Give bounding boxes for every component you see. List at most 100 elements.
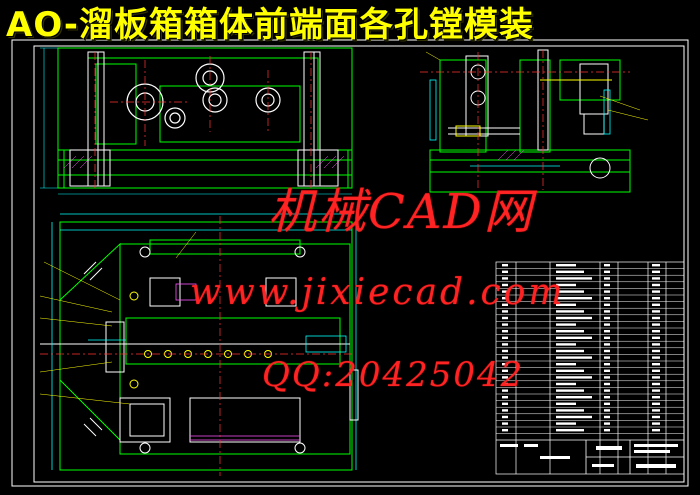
parts-list-cell-mark — [502, 415, 508, 419]
parts-list-cell-mark — [556, 343, 576, 346]
parts-list-cell-mark — [652, 429, 660, 432]
parts-list-cell-mark — [556, 297, 592, 300]
parts-list-cell-mark — [556, 369, 584, 372]
parts-list-cell-mark — [556, 382, 576, 386]
parts-list-cell-mark — [502, 343, 508, 346]
parts-list-cell-mark — [502, 402, 508, 405]
parts-list-cell-mark — [604, 409, 610, 412]
parts-list-rows — [496, 268, 684, 434]
parts-list-cell-mark — [502, 297, 508, 300]
parts-list-cell-mark — [556, 264, 576, 267]
parts-list-cell-mark — [604, 290, 610, 293]
parts-list-cell-mark — [556, 363, 576, 366]
parts-list-cell-mark — [556, 349, 584, 353]
parts-list-cell-mark — [502, 376, 508, 379]
parts-list — [495, 261, 685, 475]
parts-list-cell-mark — [556, 290, 584, 293]
parts-list-cell-mark — [652, 323, 660, 326]
parts-list-cell-mark — [502, 429, 508, 432]
parts-list-cell-mark — [652, 264, 660, 267]
parts-list-cell-mark — [604, 336, 610, 339]
parts-list-cell-mark — [604, 363, 610, 366]
parts-list-cell-mark — [652, 270, 660, 273]
parts-list-cell-mark — [652, 396, 660, 399]
parts-list-cell-mark — [502, 310, 508, 313]
parts-list-cell-mark — [556, 409, 584, 412]
parts-list-cell-mark — [556, 283, 576, 287]
parts-list-cell-mark — [604, 330, 610, 333]
parts-list-cell-mark — [604, 415, 610, 419]
parts-list-cell-mark — [556, 303, 576, 306]
parts-list-cell-mark — [556, 323, 576, 326]
parts-list-cell-mark — [652, 303, 660, 306]
title-block — [496, 439, 684, 474]
parts-list-cell-mark — [652, 290, 660, 293]
parts-list-cell-mark — [652, 283, 660, 287]
parts-list-cell-mark — [604, 303, 610, 306]
parts-list-cell-mark — [502, 316, 508, 320]
parts-list-cell-mark — [652, 356, 660, 359]
parts-list-cell-mark — [604, 283, 610, 287]
parts-list-cell-mark — [502, 290, 508, 293]
parts-list-cell-mark — [556, 316, 592, 320]
parts-list-cell-mark — [502, 283, 508, 287]
title-block-text-marks — [500, 444, 678, 468]
parts-list-cell-mark — [502, 369, 508, 372]
parts-list-cell-mark — [652, 277, 660, 280]
parts-list-cell-mark — [652, 402, 660, 405]
parts-list-cell-mark — [556, 396, 592, 399]
parts-list-cell-mark — [556, 422, 576, 425]
parts-list-cell-mark — [502, 277, 508, 280]
parts-list-cell-mark — [604, 270, 610, 273]
parts-list-cell-mark — [652, 369, 660, 372]
parts-list-cell-mark — [502, 363, 508, 366]
parts-list-cell-mark — [604, 396, 610, 399]
parts-list-cell-mark — [502, 336, 508, 339]
parts-list-cell-mark — [556, 356, 592, 359]
parts-list-cell-mark — [604, 356, 610, 359]
parts-list-cell-mark — [652, 343, 660, 346]
parts-list-cell-mark — [502, 270, 508, 273]
parts-list-cell-mark — [652, 310, 660, 313]
watermark-qq: QQ:20425042 — [262, 355, 525, 395]
parts-list-text-marks — [502, 264, 660, 432]
parts-list-cell-mark — [556, 336, 592, 339]
parts-list-cell-mark — [604, 323, 610, 326]
watermark-brand: 机械CAD网 — [268, 184, 534, 240]
parts-list-cell-mark — [604, 422, 610, 425]
parts-list-cell-mark — [604, 376, 610, 379]
parts-list-cell-mark — [604, 369, 610, 372]
parts-list-cell-mark — [652, 422, 660, 425]
parts-list-cell-mark — [604, 297, 610, 300]
parts-list-cell-mark — [652, 330, 660, 333]
parts-list-cell-mark — [652, 382, 660, 386]
parts-list-cell-mark — [652, 297, 660, 300]
parts-list-cell-mark — [502, 382, 508, 386]
parts-list-cell-mark — [556, 389, 584, 392]
drawing-title: AO-溜板箱箱体前端面各孔镗模装 — [6, 5, 534, 45]
parts-list-cell-mark — [652, 389, 660, 392]
parts-list-cell-mark — [604, 382, 610, 386]
parts-list-cell-mark — [604, 264, 610, 267]
parts-list-cell-mark — [652, 336, 660, 339]
parts-list-cell-mark — [502, 323, 508, 326]
parts-list-cell-mark — [556, 429, 584, 432]
parts-list-cell-mark — [502, 264, 508, 267]
parts-list-cell-mark — [556, 277, 592, 280]
parts-list-cell-mark — [556, 415, 592, 419]
parts-list-cell-mark — [556, 376, 592, 379]
parts-list-cell-mark — [604, 402, 610, 405]
parts-list-cell-mark — [502, 396, 508, 399]
parts-list-cell-mark — [502, 409, 508, 412]
parts-list-cell-mark — [604, 277, 610, 280]
front-view — [40, 47, 353, 195]
parts-list-cell-mark — [604, 343, 610, 346]
parts-list-cell-mark — [652, 409, 660, 412]
parts-list-cell-mark — [604, 389, 610, 392]
parts-list-cell-mark — [502, 422, 508, 425]
parts-list-cell-mark — [502, 389, 508, 392]
parts-list-cell-mark — [652, 415, 660, 419]
parts-list-cell-mark — [652, 316, 660, 320]
